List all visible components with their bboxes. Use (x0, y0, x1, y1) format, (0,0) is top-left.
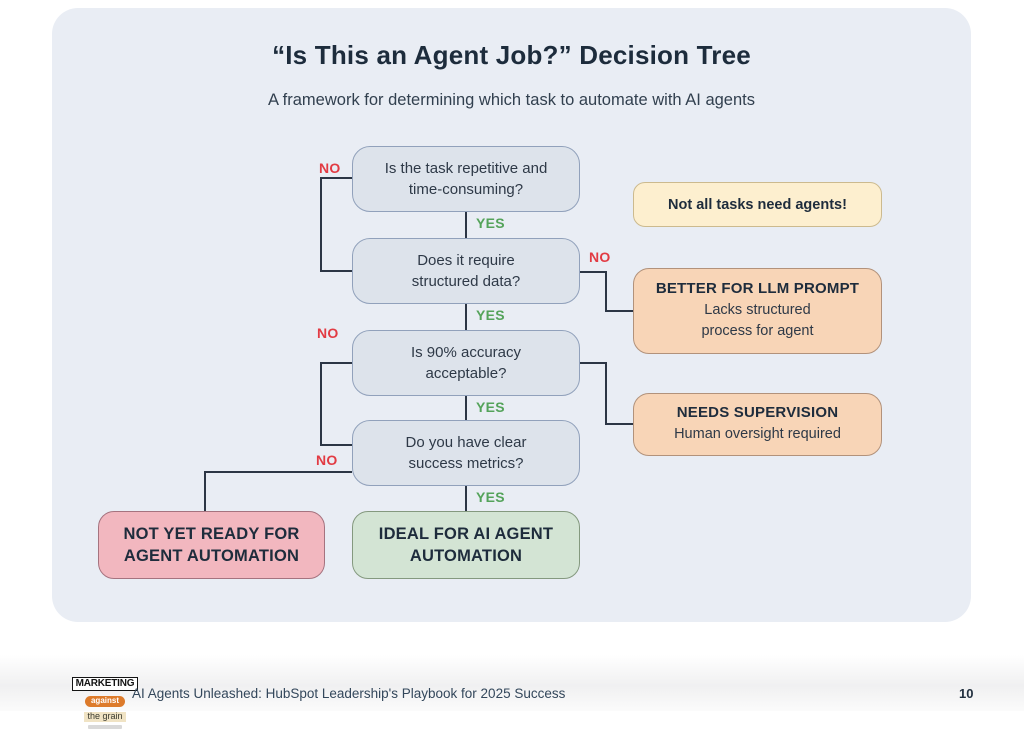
outcome-ideal: IDEAL FOR AI AGENT AUTOMATION (352, 511, 580, 579)
outcome-title: BETTER FOR LLM PROMPT (655, 280, 860, 298)
logo-the-grain-text: the grain (84, 712, 126, 722)
logo-against-text: against (84, 696, 125, 707)
no-label-3: NO (317, 325, 339, 341)
marketing-against-the-grain-logo: MARKETING against the grain (69, 674, 141, 729)
outcome-needs-supervision: NEEDS SUPERVISION Human oversight requir… (633, 393, 882, 456)
page-number: 10 (959, 686, 974, 701)
question-box-structured-data: Does it require structured data? (352, 238, 580, 304)
page-title: “Is This an Agent Job?” Decision Tree (272, 40, 751, 70)
logo-marketing-text: MARKETING (71, 677, 139, 691)
question-text: Does it require structured data? (411, 251, 521, 290)
outcome-not-ready: NOT YET READY FOR AGENT AUTOMATION (98, 511, 325, 579)
question-text: Is 90% accuracy acceptable? (410, 343, 522, 382)
outcome-llm-prompt: BETTER FOR LLM PROMPT Lacks structured p… (633, 268, 882, 354)
question-box-repetitive: Is the task repetitive and time-consumin… (352, 146, 580, 212)
callout-not-all-tasks: Not all tasks need agents! (633, 182, 882, 227)
no-label-1: NO (319, 160, 341, 176)
outcome-subtitle: Lacks structured process for agent (701, 302, 814, 339)
question-text: Is the task repetitive and time-consumin… (384, 159, 548, 198)
footer-caption: AI Agents Unleashed: HubSpot Leadership'… (132, 686, 566, 701)
yes-label-2: YES (476, 307, 505, 323)
question-box-metrics: Do you have clear success metrics? (352, 420, 580, 486)
outcome-title: IDEAL FOR AI AGENT AUTOMATION (378, 524, 554, 565)
no-label-2: NO (589, 249, 611, 265)
outcome-subtitle: Human oversight required (674, 426, 841, 443)
yes-label-3: YES (476, 399, 505, 415)
footer-strip (0, 655, 1024, 711)
question-box-accuracy: Is 90% accuracy acceptable? (352, 330, 580, 396)
yes-label-1: YES (476, 215, 505, 231)
logo-cropped-edge (88, 725, 122, 729)
callout-text: Not all tasks need agents! (668, 196, 847, 213)
outcome-title: NEEDS SUPERVISION (676, 404, 839, 422)
no-label-4: NO (316, 452, 338, 468)
page-subtitle: A framework for determining which task t… (268, 91, 755, 109)
yes-label-4: YES (476, 489, 505, 505)
outcome-title: NOT YET READY FOR AGENT AUTOMATION (123, 524, 300, 565)
question-text: Do you have clear success metrics? (405, 433, 527, 472)
